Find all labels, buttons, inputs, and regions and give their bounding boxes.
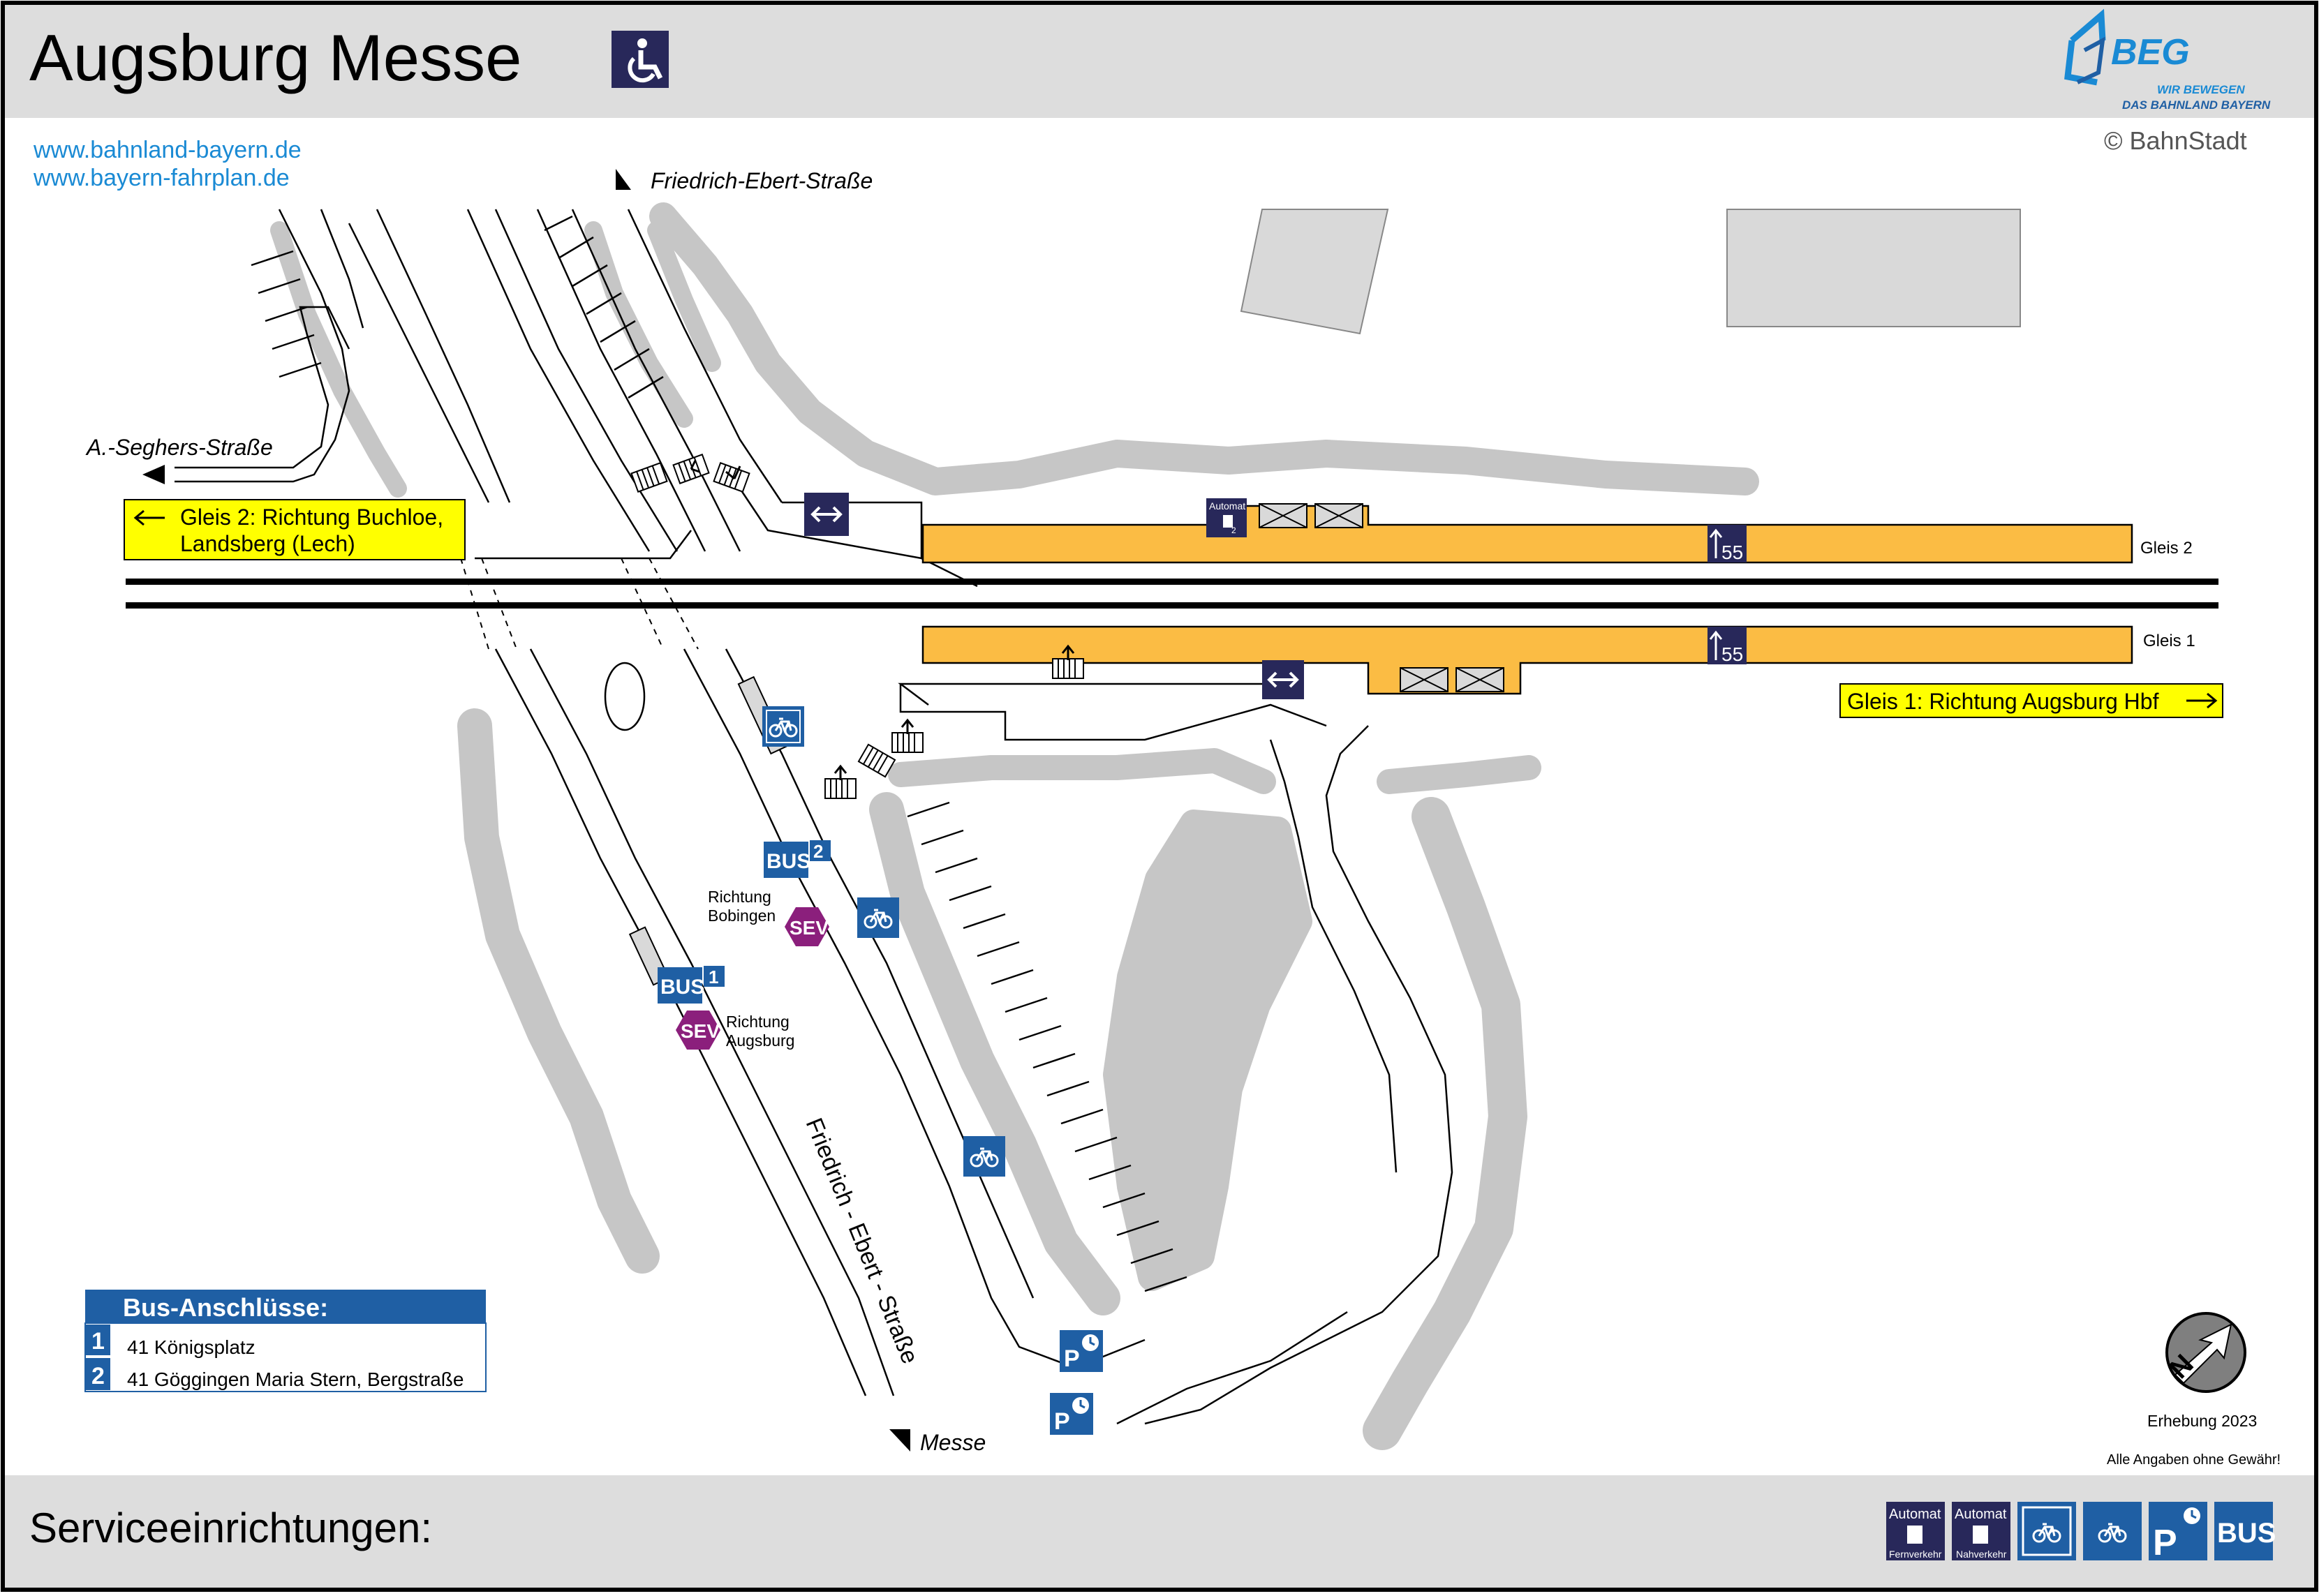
richtung-augsburg-2: Augsburg	[726, 1031, 794, 1050]
bus-connection-1-text: 41 Königsplatz	[127, 1336, 255, 1358]
footer-bus-label: BUS	[2217, 1518, 2276, 1549]
bike-parking-icon-3[interactable]	[963, 1136, 1005, 1177]
direction-marker-seghers	[142, 465, 165, 484]
park-and-ride-icon-2[interactable]: P	[1050, 1393, 1093, 1435]
copyright-bahnstadt: © BahnStadt	[2104, 126, 2247, 155]
stairs-south	[824, 644, 1084, 799]
shelter-gleis-2-a	[1259, 503, 1307, 528]
ticket-machine-fernverkehr-icon[interactable]: Automat Fernverkehr	[1886, 1502, 1945, 1560]
bus-connection-2-text: 41 Göggingen Maria Stern, Bergstraße	[127, 1368, 464, 1390]
ticket-machine-nahverkehr-icon[interactable]: Automat Nahverkehr	[1952, 1502, 2010, 1560]
footer-automat-1-top: Automat	[1889, 1507, 1941, 1522]
direction-box-gleis-2: Gleis 2: Richtung Buchloe, Landsberg (Le…	[124, 499, 466, 560]
beg-slogan-1: WIR BEWEGEN	[2157, 83, 2245, 96]
passage-arrows-icon-north	[804, 493, 849, 536]
shelter-gleis-1-a	[1400, 667, 1449, 692]
platform-height-icon-gleis-2: 55	[1707, 525, 1747, 563]
bus-connection-1-number: 1	[91, 1328, 105, 1355]
survey-year: Erhebung 2023	[2147, 1412, 2257, 1430]
gleis-2-direction-line-2: Landsberg (Lech)	[180, 531, 355, 556]
platform-height-value-1: 55	[1721, 643, 1743, 665]
header-bar	[5, 5, 2314, 118]
beg-slogan-2: DAS BAHNLAND BAYERN	[2122, 98, 2271, 112]
bike-parking-icon-1[interactable]	[762, 706, 804, 747]
platform-height-icon-gleis-1: 55	[1707, 627, 1747, 665]
track-gleis-2	[126, 579, 2218, 585]
bike-parking-icon[interactable]	[2083, 1502, 2142, 1560]
stairs-north	[630, 454, 750, 493]
richtung-bobingen-2: Bobingen	[708, 907, 776, 925]
disclaimer: Alle Angaben ohne Gewähr!	[2107, 1452, 2281, 1468]
building-right	[1726, 209, 2021, 327]
shelter-gleis-2-b	[1314, 503, 1363, 528]
footer-automat-1-bottom: Fernverkehr	[1889, 1549, 1942, 1560]
station-title: Augsburg Messe	[29, 21, 521, 94]
sev-icon-bobingen[interactable]: SEV	[785, 907, 829, 946]
sev-label-augsburg: SEV	[681, 1020, 720, 1042]
platform-label-gleis-2: Gleis 2	[2140, 539, 2193, 558]
bus-connections-table: Bus-Anschlüsse: 1 2 41 Königsplatz 41 Gö…	[84, 1290, 487, 1392]
gleis-1-direction: Gleis 1: Richtung Augsburg Hbf	[1847, 689, 2159, 714]
road-island	[604, 662, 646, 731]
beg-logo: BEG WIR BEWEGEN DAS BAHNLAND BAYERN	[2064, 8, 2271, 112]
platform-label-gleis-1: Gleis 1	[2143, 632, 2195, 650]
footer-title: Serviceeinrichtungen:	[29, 1505, 432, 1551]
bus-connections-title: Bus-Anschlüsse:	[123, 1293, 328, 1322]
bus-connection-2-number: 2	[91, 1363, 105, 1389]
bus-stop-2-number: 2	[813, 841, 823, 862]
ticket-machine-icon[interactable]: Automat 2	[1206, 498, 1247, 537]
bus-stop-1-number: 1	[709, 967, 718, 987]
street-messe: Messe	[920, 1430, 986, 1455]
footer-automat-2-bottom: Nahverkehr	[1956, 1549, 2007, 1560]
richtung-bobingen-1: Richtung	[708, 888, 771, 906]
track-gleis-1	[126, 602, 2218, 609]
bus-stop-1-label: BUS	[660, 976, 704, 999]
bus-stop-2[interactable]: BUS 2	[764, 840, 831, 878]
passage-arrows-icon-south	[1262, 660, 1304, 699]
ticket-machine-number: 2	[1231, 525, 1236, 535]
platform-height-value-2: 55	[1721, 542, 1743, 563]
street-seghers: A.-Seghers-Straße	[85, 435, 273, 460]
bike-parking-covered-icon[interactable]	[2017, 1502, 2076, 1560]
vegetation	[270, 202, 1759, 1450]
park-and-ride-icon-1[interactable]: P	[1060, 1330, 1103, 1372]
street-friedrich-ebert-top: Friedrich-Ebert-Straße	[651, 168, 873, 193]
bus-stop-2-label: BUS	[766, 850, 810, 873]
gleis-2-direction-line-1: Gleis 2: Richtung Buchloe,	[180, 505, 443, 530]
park-and-ride-label-2: P	[1054, 1408, 1070, 1435]
richtung-augsburg-1: Richtung	[726, 1013, 790, 1031]
footer-park-ride-label: P	[2153, 1523, 2177, 1563]
wheelchair-icon	[612, 31, 669, 88]
building-left	[1240, 209, 1389, 335]
parking-spaces	[251, 215, 1187, 1292]
park-and-ride-icon[interactable]: P	[2149, 1502, 2207, 1563]
direction-box-gleis-1: Gleis 1: Richtung Augsburg Hbf	[1839, 683, 2223, 718]
bus-stop-1[interactable]: BUS 1	[658, 966, 725, 1004]
underpass-lines	[460, 558, 699, 650]
sev-label-bobingen: SEV	[790, 917, 829, 939]
footer-automat-2-top: Automat	[1955, 1507, 2007, 1522]
sev-icon-augsburg[interactable]: SEV	[676, 1010, 720, 1050]
bike-parking-icon-2[interactable]	[857, 897, 899, 938]
shelter-gleis-1-b	[1455, 667, 1504, 692]
direction-marker-messe	[889, 1429, 910, 1452]
bus-icon[interactable]: BUS	[2214, 1502, 2276, 1560]
beg-brand: BEG	[2111, 32, 2190, 73]
direction-marker-friedrich-ebert	[616, 169, 631, 190]
link-bayern-fahrplan[interactable]: www.bayern-fahrplan.de	[33, 165, 290, 191]
park-and-ride-label-1: P	[1064, 1345, 1080, 1372]
ticket-machine-label: Automat	[1209, 500, 1245, 512]
north-arrow-icon: N	[2163, 1312, 2246, 1393]
link-bahnland-bayern[interactable]: www.bahnland-bayern.de	[33, 137, 302, 163]
